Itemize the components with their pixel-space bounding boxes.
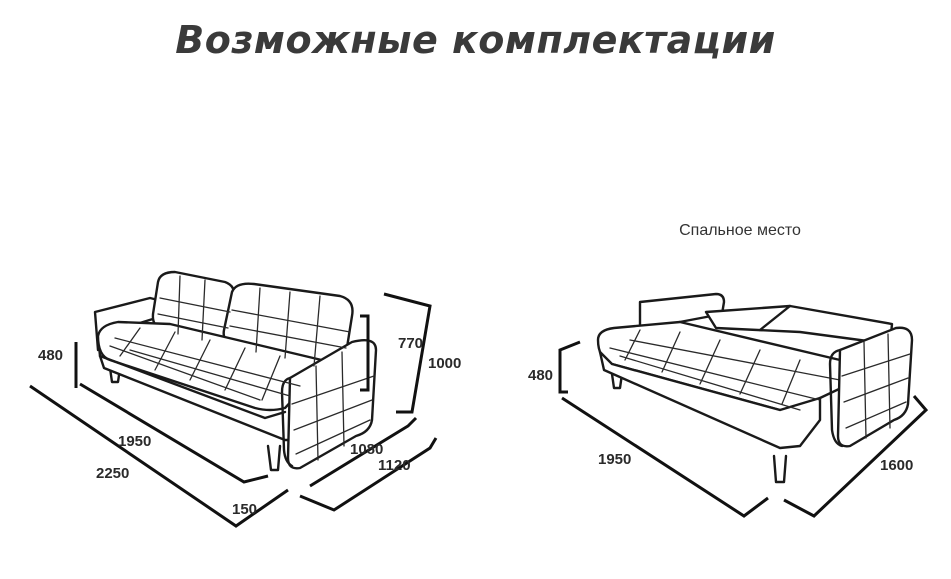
label-bed-length: 1600 [880, 457, 913, 474]
dim-line-total-width [29, 384, 289, 528]
bed-dimension-lines [558, 340, 929, 518]
bed-leg-front [772, 454, 788, 484]
dim-line-total-depth [299, 437, 438, 512]
label-seat-depth: 1080 [350, 441, 383, 458]
dim-line-seat-depth [309, 416, 418, 488]
sofa-leg-front [266, 444, 282, 472]
label-total-depth: 1120 [378, 457, 411, 474]
label-bed-seat-height: 480 [528, 367, 553, 384]
label-armrest: 150 [232, 501, 257, 518]
bed-base [598, 350, 822, 450]
sofa-illustration [93, 270, 378, 472]
bed-back-seam [758, 304, 792, 332]
dim-line-back-height [360, 314, 370, 392]
dim-line-bed-length [783, 395, 929, 518]
label-total-height: 1000 [428, 355, 461, 372]
label-bed-width: 1950 [598, 451, 631, 468]
sofa-dimension-lines [29, 292, 438, 528]
bed-right-armrest-edge [828, 348, 844, 448]
label-seat-width: 1950 [118, 433, 151, 450]
sofa-bed-illustration [596, 292, 914, 484]
dim-line-total-height [383, 292, 432, 414]
bed-right-armrest [836, 326, 914, 448]
sleeping-area-caption: Спальное место [679, 222, 801, 239]
dim-line-bed-seat-height [558, 340, 581, 394]
page-title: Возможные комплектации [175, 18, 776, 62]
dim-line-bed-width [561, 396, 769, 518]
dim-line-seat-width [79, 382, 269, 484]
bed-leg-back [610, 372, 624, 390]
label-seat-height: 480 [38, 347, 63, 364]
sofa-seat-front-edge [98, 354, 287, 420]
sofa-right-armrest-edge [280, 376, 294, 468]
label-back-height: 770 [398, 335, 423, 352]
label-total-width: 2250 [96, 465, 129, 482]
bed-left-armrest [638, 292, 726, 330]
